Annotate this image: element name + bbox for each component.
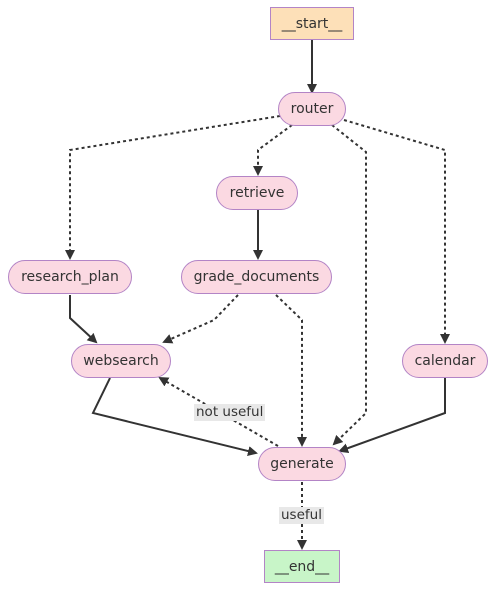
edge-research-plan-websearch bbox=[69, 295, 98, 344]
start-node: __start__ bbox=[270, 7, 354, 40]
end-node: __end__ bbox=[264, 550, 340, 583]
edge-calendar-generate bbox=[338, 378, 446, 453]
edge-grade-documents-websearch bbox=[162, 294, 239, 344]
edge-router-generate bbox=[331, 124, 367, 446]
websearch-node: websearch bbox=[71, 344, 171, 378]
retrieve-node: retrieve bbox=[216, 176, 298, 210]
edge-router-calendar bbox=[343, 119, 450, 344]
edge-grade-documents-generate bbox=[275, 294, 307, 447]
router-node: router bbox=[278, 92, 346, 126]
research-plan-node: research_plan bbox=[8, 260, 132, 294]
grade-documents-node: grade_documents bbox=[181, 260, 332, 294]
edge-label-useful: useful bbox=[279, 507, 324, 524]
calendar-node: calendar bbox=[402, 344, 488, 378]
edge-router-research-plan bbox=[65, 115, 281, 260]
generate-node: generate bbox=[258, 447, 346, 481]
edge-label-not-useful: not useful bbox=[194, 404, 266, 421]
edge-router-retrieve bbox=[253, 124, 293, 176]
edge-websearch-generate bbox=[91, 377, 258, 456]
